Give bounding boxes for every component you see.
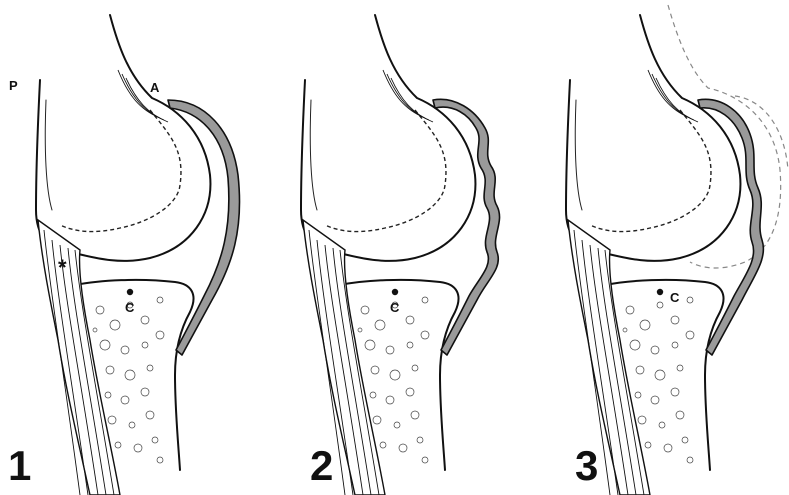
label-posterior: P [9,78,18,93]
anterior-capsule [168,100,240,355]
label-anterior: A [150,80,160,95]
panel-number-2: 2 [310,442,333,489]
panel-number-3: 3 [575,442,598,489]
panel-number-1: 1 [8,442,31,489]
panel-2: C 2 [301,15,500,495]
anterior-capsule [433,99,500,355]
previous-capsule-outline [668,5,781,268]
asterisk-marker: * [58,255,67,280]
panel-1: * P A C 1 [8,15,240,495]
anterior-capsule [698,99,763,355]
label-contact-point: C [670,290,680,305]
panel-3: C 3 [566,5,788,495]
label-contact-point: C [125,300,135,315]
label-contact-point: C [390,300,400,315]
